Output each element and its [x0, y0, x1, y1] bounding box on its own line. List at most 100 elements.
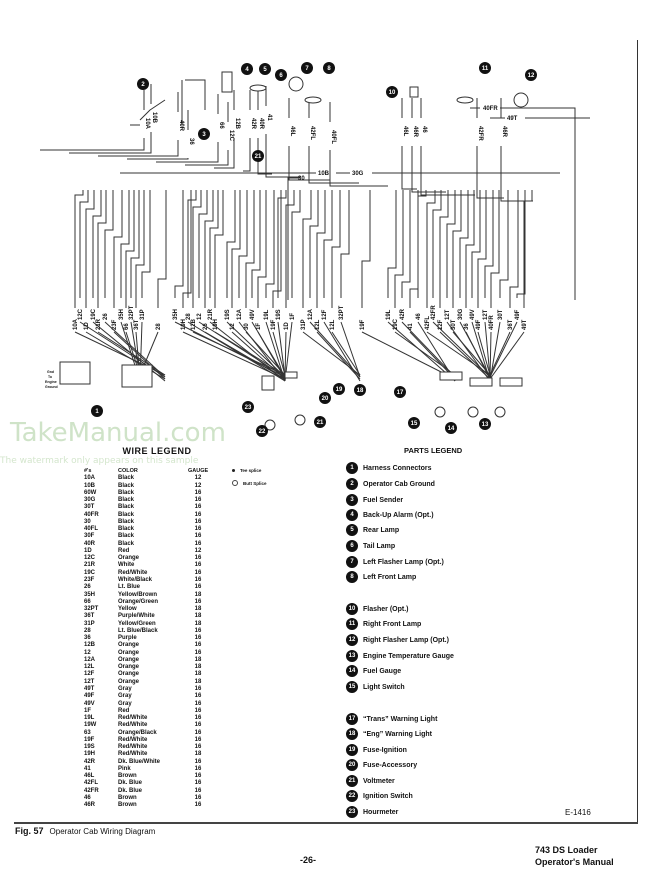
- wire-number: 36T: [84, 613, 95, 620]
- wire: [323, 321, 361, 382]
- ground-note: Gnd: [47, 370, 54, 374]
- drawing-number: E-1416: [565, 808, 591, 817]
- wire-label: 12F: [438, 319, 444, 330]
- wire-gauge: 16: [194, 736, 202, 743]
- wire: [459, 190, 469, 298]
- wire-label: 36T: [508, 319, 514, 330]
- butt-splice-legend: Butt Splice: [232, 480, 267, 486]
- wire-number: 30F: [84, 533, 95, 540]
- part-number-badge: 8: [346, 571, 358, 583]
- wire-label: 30G: [352, 171, 364, 177]
- callout-number: 7: [305, 66, 309, 72]
- callout-badge: 7: [301, 62, 313, 74]
- wire-color: Pink: [118, 765, 131, 772]
- wire-legend-header: #'s COLOR GAUGE: [78, 468, 228, 475]
- wire-number: 19H: [84, 751, 96, 758]
- wire-label: 31P: [301, 319, 307, 330]
- lamp-icon: [304, 96, 322, 104]
- harness-connector: [439, 371, 463, 381]
- wire: [439, 331, 491, 380]
- wire-label: 49T: [507, 116, 518, 122]
- wire-color: Dk. Blue: [118, 787, 143, 794]
- wire: [272, 190, 282, 308]
- wire-label: 36: [188, 138, 194, 145]
- wire-label: 10B: [318, 171, 330, 177]
- part-number-badge: 10: [346, 603, 358, 615]
- wire-color: Black: [118, 511, 135, 518]
- callout-number: 18: [357, 388, 364, 394]
- wire: [446, 190, 456, 298]
- wire: [484, 190, 494, 298]
- wire-gauge: 16: [194, 562, 202, 569]
- wire: [302, 331, 361, 376]
- wire-color: Dk. Blue: [118, 780, 143, 787]
- wire: [417, 190, 427, 298]
- wire-label: 36T: [134, 319, 140, 330]
- wire-label: 19S: [276, 309, 282, 320]
- flasher-icon: [409, 86, 419, 98]
- part-label: Back-Up Alarm (Opt.): [363, 511, 434, 519]
- wire: [214, 90, 235, 169]
- callout-number: 15: [411, 421, 418, 427]
- harness-connector: [499, 377, 523, 387]
- wire-label: 26: [203, 323, 209, 330]
- wire-label: 12F: [322, 309, 328, 320]
- callout-badge: 8: [323, 62, 335, 74]
- wire-number: 30: [84, 518, 91, 525]
- wire-label: 19F: [271, 319, 277, 330]
- wire-gauge: 16: [194, 649, 202, 656]
- wire-color: White/Black: [118, 576, 153, 583]
- wire-label: 30T: [451, 319, 457, 330]
- wire: [401, 190, 411, 298]
- wire-label: 21R: [208, 308, 214, 320]
- wire-gauge: 16: [194, 729, 202, 736]
- wire: [257, 190, 267, 308]
- wire-gauge: 16: [194, 787, 202, 794]
- wire: [92, 190, 102, 298]
- part-label: Rear Lamp: [363, 526, 400, 534]
- frame-border: [637, 40, 638, 823]
- footer-title: 743 DS Loader Operator's Manual: [535, 844, 614, 868]
- wire-label: 19H: [213, 319, 219, 330]
- wire: [490, 190, 500, 308]
- wire-color: Red/White: [118, 722, 148, 729]
- callout-number: 19: [336, 387, 343, 393]
- callout-badge: 6: [275, 69, 287, 81]
- wire-gauge: 18: [194, 606, 202, 613]
- wire: [489, 331, 525, 380]
- backup-alarm-icon: [221, 71, 233, 93]
- wire-color: Lt. Blue/Black: [118, 627, 158, 634]
- callout-number: 17: [397, 390, 404, 396]
- part-number-badge: 21: [346, 775, 358, 787]
- wire: [465, 331, 491, 380]
- wire-gauge: 16: [194, 773, 202, 780]
- wire: [187, 321, 286, 382]
- callout-badge: 13: [479, 418, 491, 430]
- callout-badge: 5: [259, 63, 271, 75]
- wire-number: 12L: [84, 664, 95, 671]
- wire-number: 19L: [84, 715, 95, 722]
- figure-number: Fig. 57: [15, 826, 44, 836]
- wire-gauge: 18: [194, 751, 202, 758]
- part-number-badge: 15: [346, 681, 358, 693]
- callout-badge: 4: [241, 63, 253, 75]
- wire: [331, 331, 361, 376]
- callout-number: 20: [322, 396, 329, 402]
- wire-label: 12B: [234, 118, 240, 130]
- part-number-badge: 19: [346, 744, 358, 756]
- wire-number: 12A: [84, 656, 96, 663]
- harness-connector: [121, 364, 153, 388]
- part-number-badge: 23: [346, 806, 358, 818]
- wire-gauge: 12: [194, 547, 202, 554]
- wire-number: 12F: [84, 671, 95, 678]
- wire: [477, 331, 491, 376]
